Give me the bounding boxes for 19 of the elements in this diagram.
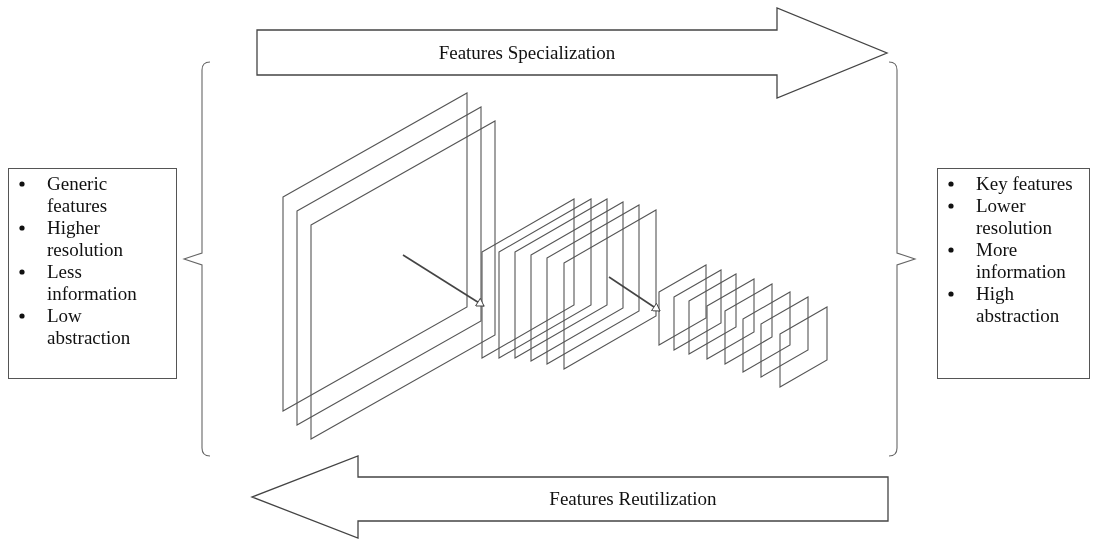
block-arrow xyxy=(252,456,888,538)
arrow xyxy=(608,276,661,312)
feature-map-stack-drawing xyxy=(659,265,827,387)
arrow-label: Features Specialization xyxy=(438,41,616,64)
bullet-text: Low abstraction xyxy=(47,305,131,348)
bullet-text: Generic features xyxy=(47,173,108,216)
bullet-text: Higher resolution xyxy=(47,217,123,260)
text-box xyxy=(937,168,1090,379)
bullet-text: Key features xyxy=(976,173,1073,194)
feature-map-stack-drawing xyxy=(482,199,656,369)
arrow-label: Features Reutilization xyxy=(549,488,717,510)
bullet-text: Lower resolution xyxy=(976,195,1052,238)
bullet-text: Less information xyxy=(47,261,137,304)
bullet-text: More information xyxy=(976,239,1066,282)
arrow xyxy=(402,254,485,307)
block-arrow xyxy=(257,8,887,98)
bullet-text: High abstraction xyxy=(976,283,1060,326)
text-box xyxy=(8,168,177,379)
feature-map-stack-drawing xyxy=(283,93,495,439)
